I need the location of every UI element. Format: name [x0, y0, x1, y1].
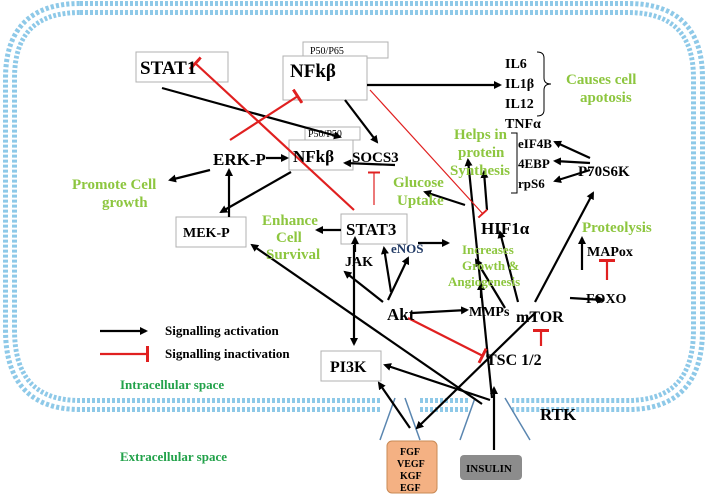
inhibition-arrows	[188, 56, 615, 364]
apoptosis-line-2: apotosis	[580, 90, 632, 106]
apoptosis-line-1: Causes cell	[566, 72, 636, 88]
survival-line-1: Enhance	[262, 213, 318, 229]
gf-fgf: FGF	[400, 447, 420, 458]
4ebp-label: 4EBP	[518, 156, 550, 171]
mmps-label: MMPs	[469, 305, 510, 320]
nfkb-mid-label: NFkβ	[293, 147, 334, 166]
extracellular-label: Extracellular space	[120, 449, 227, 464]
legend-inactivation-label: Signalling inactivation	[165, 346, 290, 361]
growth-factor-box	[386, 440, 438, 494]
survival-line-3: Survival	[266, 247, 320, 263]
cell-growth-line-1: Promote Cell	[72, 177, 156, 193]
glucose-line-2: Uptake	[397, 193, 444, 209]
rtk-receptor	[379, 397, 531, 441]
legend-activation-label: Signalling activation	[165, 323, 280, 338]
gf-vegf: VEGF	[397, 459, 425, 470]
p50p50-label: P50/P50	[308, 129, 342, 140]
protein-bracket	[511, 132, 518, 194]
mtor-label: mTOR	[516, 309, 564, 326]
insulin-box	[460, 455, 522, 480]
survival-line-2: Cell	[276, 230, 302, 246]
glucose-line-1: Glucose	[393, 175, 444, 191]
legend: Signalling activation Signalling inactiv…	[100, 323, 290, 362]
angiogenesis-line-1: Increases	[462, 242, 514, 257]
rps6-label: rpS6	[518, 176, 545, 191]
p70s6k-label: P70S6K	[578, 164, 630, 180]
mekp-box	[175, 216, 247, 248]
protein-line-2: protein	[458, 145, 505, 161]
pi3k-label: PI3K	[330, 359, 367, 376]
angiogenesis-line-2: Growth &	[462, 258, 519, 273]
mekp-label: MEK-P	[183, 226, 230, 241]
jak-label: JAK	[345, 255, 373, 270]
tsc-label: TSC 1/2	[486, 352, 542, 369]
pi3k-box	[320, 350, 382, 382]
eif4b-label: eIF4B	[518, 136, 552, 151]
akt-label: Akt	[387, 305, 415, 324]
p50p65-label: P50/P65	[310, 46, 344, 57]
cell-growth-line-2: growth	[102, 195, 148, 211]
protein-line-1: Helps in	[454, 127, 508, 143]
gf-kgf: KGF	[400, 471, 422, 482]
angiogenesis-line-3: Angiogenesis	[448, 274, 520, 289]
erkp-label: ERK-P	[213, 150, 266, 169]
il1b-label: IL1β	[505, 77, 534, 92]
nfkb-top-label: NFkβ	[290, 61, 336, 82]
rtk-label: RTK	[540, 405, 577, 424]
mapox-label: MAPox	[587, 245, 633, 260]
proteolysis-label: Proteolysis	[582, 220, 652, 236]
foxo-label: FOXO	[586, 292, 627, 307]
stat1-label: STAT1	[140, 58, 196, 79]
cell-membrane	[3, 1, 705, 412]
nfkb-mid-box	[288, 139, 354, 171]
stat1-box	[135, 51, 229, 83]
tnfa-label: TNFα	[505, 117, 541, 132]
activation-arrows	[161, 81, 605, 450]
nfkb-top-box	[282, 55, 368, 101]
gf-egf: EGF	[400, 483, 421, 494]
cytokine-brace	[536, 51, 552, 117]
il12-label: IL12	[505, 97, 534, 112]
intracellular-label: Intracellular space	[120, 377, 224, 392]
insulin-label: INSULIN	[466, 463, 512, 475]
protein-line-3: Synthesis	[450, 163, 510, 179]
enos-label: eNOS	[391, 241, 424, 256]
socs3-label: SOCS3	[352, 150, 399, 166]
il6-label: IL6	[505, 57, 527, 72]
hif1a-label: HIF1α	[481, 219, 530, 238]
stat3-label: STAT3	[346, 220, 396, 239]
